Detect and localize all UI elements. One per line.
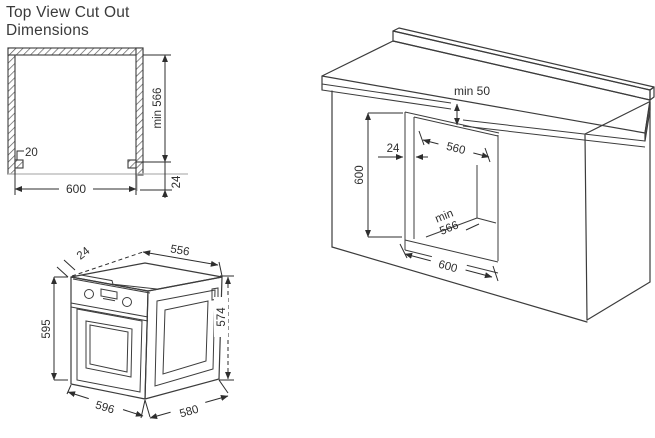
dim-label-oven-body-depth: 556	[169, 243, 190, 258]
left-knob	[84, 289, 94, 299]
dim-label-oven-depth-with-door: 580	[178, 404, 200, 421]
left-wall	[7, 47, 16, 175]
dimension-frame-width: 24	[378, 143, 428, 160]
top-view-diagram: 600 min 566 24	[7, 47, 188, 198]
dimension-cutout-depth: min 566	[136, 54, 171, 163]
title-line-2: Dimensions	[6, 22, 89, 39]
dimension-oven-front-height: 595	[41, 276, 68, 381]
oven-top-step	[72, 274, 159, 294]
dimension-side-tab: 20	[16, 147, 38, 160]
dim-label-cutout-depth: min 566	[152, 88, 164, 129]
dimension-rear-vent-gap: min 50	[454, 84, 490, 126]
dim-label-front-inset: 24	[171, 175, 183, 188]
niche-opening	[404, 111, 500, 274]
dim-label-side-tab: 20	[25, 147, 38, 159]
dim-label-oven-front-width: 596	[94, 399, 116, 416]
dim-label-niche-width: 600	[437, 259, 459, 276]
dim-label-frame-width: 24	[387, 143, 400, 155]
oven-side-panel-inset	[154, 287, 219, 387]
oven-side-face	[144, 276, 223, 400]
dim-label-rear-vent-gap: min 50	[454, 84, 490, 98]
back-wall	[7, 47, 144, 56]
dimension-niche-depth: min 566	[434, 207, 480, 238]
dim-label-inner-width: 560	[445, 141, 467, 157]
countertop	[321, 40, 651, 148]
title-line-1: Top View Cut Out	[6, 4, 130, 21]
dimension-oven-front-width: 596	[66, 384, 146, 419]
oven-control-panel	[70, 288, 149, 322]
oven-door	[76, 308, 143, 393]
dimension-oven-fascia-overhang: 24	[56, 245, 93, 278]
dim-label-oven-fascia-overhang: 24	[75, 245, 93, 263]
page-title: Top View Cut Out Dimensions	[6, 4, 130, 40]
cabinet-diagram: min 50	[321, 27, 655, 323]
display	[100, 288, 118, 300]
left-front-tab	[14, 159, 24, 169]
dim-label-oven-body-height: 574	[216, 307, 228, 327]
dimension-front-inset: 24	[140, 162, 183, 198]
right-knob	[122, 297, 132, 307]
oven-diagram: 595 574 556	[41, 239, 234, 422]
right-wall	[135, 47, 144, 176]
cabinet-body	[331, 90, 651, 323]
worktop-front-edge-lines	[8, 173, 188, 191]
dim-label-cutout-width: 600	[66, 182, 86, 196]
door-window	[85, 320, 133, 378]
dimension-niche-width: 600	[399, 243, 499, 282]
dimension-inner-width: 560	[418, 130, 491, 163]
dim-label-oven-front-height: 595	[41, 319, 53, 338]
dimension-oven-body-depth: 556	[71, 239, 223, 277]
right-front-tab	[127, 159, 137, 169]
dim-label-niche-height: 600	[354, 165, 366, 184]
dimension-oven-depth-with-door: 580	[144, 379, 229, 422]
dimension-oven-body-height: 574	[214, 275, 234, 381]
dimension-cutout-width: 600	[14, 170, 137, 196]
backsplash	[392, 27, 655, 101]
dimension-niche-height: 600	[354, 112, 403, 238]
